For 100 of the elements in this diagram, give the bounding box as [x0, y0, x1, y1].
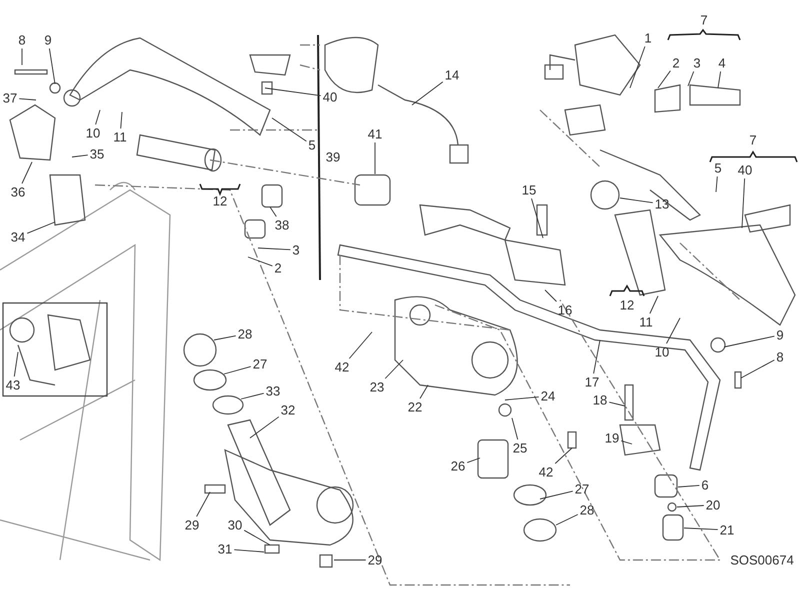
callout-number: 28 — [236, 326, 254, 342]
callout-number: 27 — [574, 482, 590, 496]
leader-line — [22, 162, 32, 184]
callout-number: 37 — [2, 90, 18, 106]
callout-number: 4 — [717, 56, 727, 70]
leader-line — [196, 492, 210, 517]
leader-line — [504, 396, 540, 400]
leader-line — [724, 336, 775, 348]
leader-line — [374, 142, 376, 174]
callout-number: 12 — [618, 298, 636, 312]
callout-number: 24 — [540, 388, 556, 404]
leader-line — [18, 98, 36, 100]
leader-line — [244, 530, 270, 546]
callout-number: 10 — [654, 344, 670, 360]
callout-number: 30 — [226, 518, 244, 532]
callout-number: 11 — [112, 130, 128, 144]
leader-line — [649, 296, 658, 314]
callout-number: 10 — [84, 126, 102, 140]
callout-number: 29 — [366, 552, 384, 568]
drawing-code: SOS00674 — [729, 552, 795, 568]
leader-line — [272, 118, 307, 142]
callout-number: 34 — [10, 230, 26, 244]
callout-number: 18 — [592, 392, 608, 408]
callout-number: 5 — [713, 160, 723, 176]
callout-number: 43 — [4, 378, 22, 392]
callout-number: 3 — [692, 56, 702, 70]
callout-number: 22 — [406, 400, 424, 414]
callout-number: 41 — [366, 126, 384, 142]
callout-number: 3 — [291, 242, 301, 258]
callout-number: 8 — [17, 32, 27, 48]
callout-number: 5 — [307, 138, 317, 152]
callout-number: 33 — [264, 384, 282, 398]
leader-line — [620, 198, 654, 204]
leader-line — [120, 112, 122, 129]
callout-number: 32 — [280, 402, 296, 418]
callout-number: 25 — [512, 440, 528, 456]
leader-line — [658, 70, 671, 88]
leader-line — [620, 440, 632, 444]
leader-line — [234, 549, 264, 552]
callout-number: 2 — [273, 260, 283, 276]
leader-line — [348, 332, 372, 359]
callout-number: 7 — [748, 132, 758, 148]
leader-line — [95, 110, 100, 125]
callout-number: 42 — [538, 464, 554, 480]
leader-line — [684, 528, 718, 530]
leader-line — [240, 392, 264, 400]
callout-number: 26 — [450, 458, 466, 474]
leader-line — [544, 290, 557, 302]
leader-line — [740, 360, 775, 378]
callout-number: 13 — [654, 196, 670, 212]
leader-line — [412, 81, 444, 106]
leader-line — [258, 248, 291, 250]
callout-number: 29 — [184, 518, 200, 532]
callout-number: 6 — [700, 478, 710, 492]
callout-number: 39 — [324, 150, 342, 164]
callout-number: 36 — [10, 184, 26, 200]
leader-line — [214, 335, 236, 340]
callout-number: 14 — [444, 68, 460, 82]
callout-number: 31 — [216, 542, 234, 556]
callout-number: 15 — [520, 182, 538, 198]
leader-line — [630, 46, 646, 88]
callout-number: 1 — [643, 30, 653, 46]
leader-line — [608, 402, 626, 406]
callout-number: 9 — [775, 328, 785, 342]
leader-line — [688, 71, 694, 86]
leader-line — [270, 206, 277, 217]
leader-line — [742, 178, 746, 228]
leader-line — [250, 416, 280, 438]
leader-line — [556, 514, 578, 526]
callout-number: 40 — [736, 162, 754, 178]
callout-number: 12 — [212, 194, 228, 208]
leader-line — [540, 490, 574, 500]
callout-number: 2 — [671, 56, 681, 70]
callout-number: 9 — [43, 32, 53, 48]
callout-number: 35 — [88, 146, 106, 162]
callout-number: 23 — [368, 380, 386, 394]
leader-line — [593, 340, 600, 374]
leader-line — [466, 458, 480, 464]
leader-line — [554, 448, 572, 464]
leader-line — [248, 256, 273, 266]
leader-line — [531, 198, 544, 238]
callout-number: 40 — [322, 90, 338, 104]
leader-line — [718, 71, 722, 88]
leader-line — [14, 352, 18, 377]
callout-number: 38 — [274, 218, 290, 232]
callout-number: 20 — [704, 498, 722, 512]
callout-number: 19 — [604, 430, 620, 446]
callout-number: 27 — [252, 356, 268, 372]
leader-line — [26, 222, 56, 234]
leader-line — [384, 360, 404, 379]
callout-number: 16 — [556, 302, 574, 318]
callout-number: 17 — [584, 374, 600, 390]
leader-line — [72, 154, 88, 158]
leader-line — [716, 176, 718, 192]
leader-line — [420, 384, 428, 399]
leader-line — [678, 484, 700, 488]
callout-number: 28 — [578, 502, 596, 518]
leader-line — [48, 48, 56, 84]
callout-number: 8 — [775, 350, 785, 364]
leader-line — [512, 418, 518, 440]
